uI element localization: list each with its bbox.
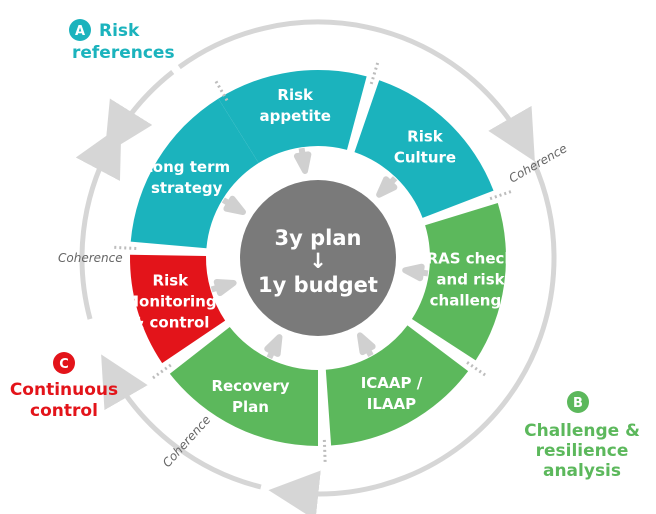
segment-label-icaap-ilaap-1: ILAAP (367, 395, 416, 413)
segment-label-risk-culture-1: Culture (394, 149, 456, 167)
segment-risk-culture (354, 80, 494, 218)
group-c-letter: C (59, 357, 69, 372)
ring-arc-upper-left (104, 70, 175, 155)
connector-recovery-plan (152, 363, 172, 380)
ring-arc-left (75, 125, 122, 320)
segment-icaap-ilaap (325, 325, 469, 446)
ring-arc-bottom (101, 354, 262, 490)
group-c-title-1: Continuous (10, 380, 118, 400)
connector-icaap-ilaap (322, 439, 327, 462)
group-c-badge (53, 352, 75, 374)
center-line-2: 1y budget (258, 273, 378, 297)
group-a-letter: A (75, 24, 85, 39)
connector-group (114, 62, 512, 462)
center-line-1: 3y plan (275, 226, 362, 250)
segment-group (130, 69, 506, 446)
group-b-badge (567, 391, 589, 413)
segment-label-risk-monitoring-2: & control (131, 314, 209, 332)
segment-risk-appetite (218, 69, 367, 164)
group-b-title-3: analysis (543, 461, 621, 481)
segment-label-recovery-plan-1: Plan (232, 398, 269, 416)
inward-arrow-risk-monitoring (210, 278, 237, 297)
segment-recovery-plan (169, 326, 318, 446)
segment-label-ras-check-0: RAS check (427, 249, 516, 267)
center-arrow-icon: ↓ (309, 249, 327, 273)
segment-label-risk-monitoring-0: Risk (153, 272, 190, 290)
group-a-badge (69, 19, 91, 41)
segment-label-risk-appetite-1: appetite (260, 107, 331, 125)
connector-risk-appetite (369, 62, 380, 85)
ring-arc-right (268, 160, 557, 514)
ring-arc-top (177, 19, 535, 162)
connector-ras-check (466, 361, 486, 377)
inward-arrow-icaap-ilaap (356, 332, 376, 357)
segment-label-risk-culture-0: Risk (407, 128, 444, 146)
segment-label-risk-appetite-0: Risk (277, 86, 314, 104)
segment-label-long-term-strategy-0: Long term (143, 158, 230, 176)
segment-label-ras-check-1: and risk (436, 270, 505, 288)
segment-long-term-strategy (130, 98, 259, 249)
connector-risk-monitoring (114, 245, 137, 250)
group-c-title-2: control (30, 401, 98, 421)
inward-arrow-long-term-strategy (221, 195, 246, 216)
group-b-letter: B (573, 396, 583, 411)
segment-ras-check (411, 203, 506, 361)
group-b-header: B Challenge & resilience analysis (524, 391, 640, 481)
connector-long-term-strategy (214, 80, 229, 102)
center-circle (240, 180, 396, 336)
group-a-title-1: Risk (99, 21, 140, 41)
group-b-title-1: Challenge & (524, 421, 640, 441)
inward-arrow-recovery-plan (264, 334, 283, 360)
inward-arrow-ras-check (402, 263, 429, 282)
inward-arrow-risk-appetite (293, 147, 312, 174)
group-c-header: C Continuous control (10, 352, 118, 421)
segment-label-long-term-strategy-1: strategy (151, 179, 223, 197)
segment-label-risk-monitoring-1: Monitoring (124, 293, 216, 311)
inward-arrow-group (210, 147, 429, 360)
connector-risk-culture (489, 190, 512, 201)
segment-label-ras-check-2: challenge (430, 291, 512, 309)
group-a-header: A Risk references (69, 19, 175, 63)
coherence-label-left: Coherence (58, 251, 123, 265)
segment-label-icaap-ilaap-0: ICAAP / (361, 374, 423, 392)
segment-risk-monitoring (130, 254, 226, 364)
inward-arrow-risk-culture (376, 176, 398, 198)
outer-ring (75, 19, 557, 514)
group-b-title-2: resilience (536, 441, 629, 461)
segment-label-recovery-plan-0: Recovery (211, 377, 289, 395)
group-a-title-2: references (72, 43, 175, 63)
